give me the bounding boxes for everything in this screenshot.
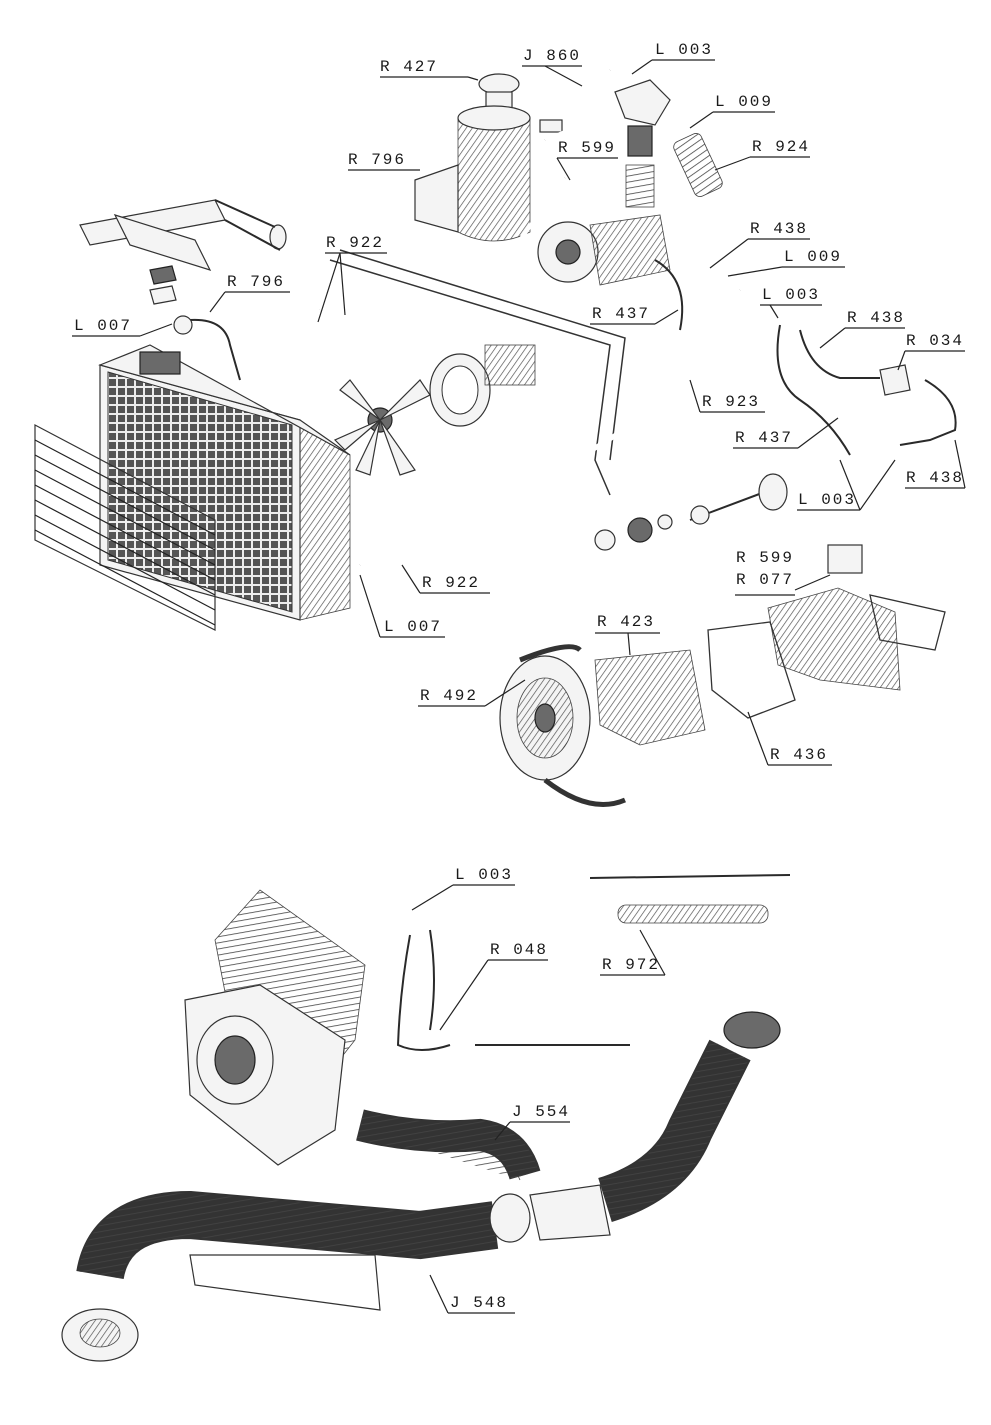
lower-pipe	[358, 288, 743, 568]
callout-l007: L 007	[74, 317, 133, 335]
callout-l009: L 009	[715, 93, 774, 111]
callout-r423: R 423	[597, 613, 656, 631]
pump-housing	[707, 544, 946, 719]
callout-l003: L 003	[655, 41, 714, 59]
callout-j860: J 860	[523, 47, 582, 65]
callout-j548: J 548	[450, 1294, 509, 1312]
callout-r034: R 034	[906, 332, 965, 350]
callout-r972: R 972	[602, 956, 661, 974]
heater-pipes	[396, 874, 791, 1051]
callout-l009: L 009	[784, 248, 843, 266]
callout-r924: R 924	[752, 138, 811, 156]
callout-r048: R 048	[490, 941, 549, 959]
callout-j554: J 554	[512, 1103, 571, 1121]
callout-l003: L 003	[762, 286, 821, 304]
frame-member	[329, 249, 626, 496]
water-pump-top	[537, 214, 684, 331]
callout-r492: R 492	[420, 687, 479, 705]
heater-unit	[184, 889, 366, 1166]
callout-l007: L 007	[384, 618, 443, 636]
callout-r436: R 436	[770, 746, 829, 764]
radiator-grille	[34, 424, 216, 631]
callout-l003: L 003	[798, 491, 857, 509]
pump-shaft	[594, 473, 788, 551]
fan	[333, 344, 536, 476]
callout-r077: R 077	[736, 571, 795, 589]
callout-r922: R 922	[326, 234, 385, 252]
callout-r923: R 923	[702, 393, 761, 411]
duct-connector	[489, 1011, 781, 1243]
pump-pulley	[499, 644, 706, 807]
callout-r438: R 438	[750, 220, 809, 238]
radiator	[98, 344, 351, 621]
clamp-l007	[173, 315, 193, 335]
heater-hoses	[776, 324, 957, 456]
callout-r922: R 922	[422, 574, 481, 592]
leader-lines	[72, 59, 966, 1314]
callout-r599: R 599	[558, 139, 617, 157]
callout-r437: R 437	[592, 305, 651, 323]
callout-r438: R 438	[847, 309, 906, 327]
coolant-pipe	[319, 68, 612, 312]
callout-r437: R 437	[735, 429, 794, 447]
callout-l003: L 003	[455, 866, 514, 884]
callout-r796: R 796	[227, 273, 286, 291]
callout-r599: R 599	[736, 549, 795, 567]
hose-r796	[189, 318, 241, 381]
mount-bracket	[79, 199, 287, 305]
expansion-tank	[414, 73, 563, 242]
callout-r427: R 427	[380, 58, 439, 76]
hose-upper	[673, 133, 723, 197]
thermostat-housing	[614, 79, 671, 208]
callout-r438: R 438	[906, 469, 965, 487]
callout-r796: R 796	[348, 151, 407, 169]
